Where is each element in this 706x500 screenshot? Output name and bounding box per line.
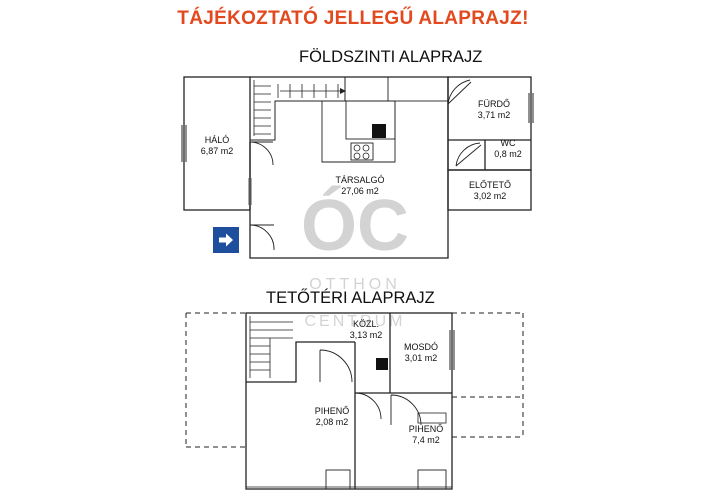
room-label-piheno-large: PIHENŐ 7,4 m2 bbox=[396, 424, 456, 446]
room-label-furdo: FÜRDŐ 3,71 m2 bbox=[464, 99, 524, 121]
room-name: ELŐTETŐ bbox=[468, 180, 511, 190]
room-name: FÜRDŐ bbox=[478, 99, 510, 109]
room-area: 3,71 m2 bbox=[477, 110, 511, 120]
room-label-piheno-small: PIHENŐ 2,08 m2 bbox=[302, 406, 362, 428]
room-area: 7,4 m2 bbox=[412, 435, 440, 445]
room-area: 0,8 m2 bbox=[494, 149, 522, 159]
room-name: KÖZL. bbox=[352, 319, 379, 329]
attic-floor-title: TETŐTÉRI ALAPRAJZ bbox=[266, 289, 435, 307]
room-area: 2,08 m2 bbox=[315, 417, 349, 427]
room-label-kozl: KÖZL. 3,13 m2 bbox=[336, 319, 396, 341]
tarsalgo-room-outline bbox=[249, 76, 449, 259]
arrow-right-icon bbox=[213, 227, 239, 253]
room-name: PIHENŐ bbox=[408, 424, 444, 434]
room-name: TÁRSALGÓ bbox=[335, 175, 385, 185]
ground-floor-title: FÖLDSZINTI ALAPRAJZ bbox=[299, 48, 483, 66]
room-label-mosdo: MOSDÓ 3,01 m2 bbox=[392, 342, 450, 364]
room-name: WC bbox=[500, 138, 516, 148]
watermark-line2: CENTRUM bbox=[304, 313, 406, 330]
room-label-eloteto: ELŐTETŐ 3,02 m2 bbox=[452, 180, 528, 202]
room-name: PIHENŐ bbox=[314, 406, 350, 416]
room-name: HÁLÓ bbox=[204, 135, 230, 145]
chimney-ground bbox=[372, 124, 386, 138]
room-name: MOSDÓ bbox=[403, 342, 438, 352]
room-area: 3,01 m2 bbox=[404, 353, 438, 363]
watermark-logo: ÓC bbox=[301, 186, 409, 266]
room-label-halo: HÁLÓ 6,87 m2 bbox=[188, 135, 246, 157]
headline-warning: TÁJÉKOZTATÓ JELLEGŰ ALAPRAJZ! bbox=[177, 8, 529, 29]
room-area: 6,87 m2 bbox=[200, 146, 234, 156]
room-label-tarsalgo: TÁRSALGÓ 27,06 m2 bbox=[320, 175, 400, 197]
eloteto-room-outline bbox=[447, 169, 532, 211]
watermark-line1: OTTHON bbox=[309, 276, 401, 293]
attic-stair-wall bbox=[246, 341, 355, 383]
room-area: 3,13 m2 bbox=[349, 330, 383, 340]
chimney-attic bbox=[376, 358, 388, 370]
room-area: 27,06 m2 bbox=[341, 186, 379, 196]
room-area: 3,02 m2 bbox=[473, 191, 507, 201]
room-label-wc: WC 0,8 m2 bbox=[486, 138, 530, 160]
